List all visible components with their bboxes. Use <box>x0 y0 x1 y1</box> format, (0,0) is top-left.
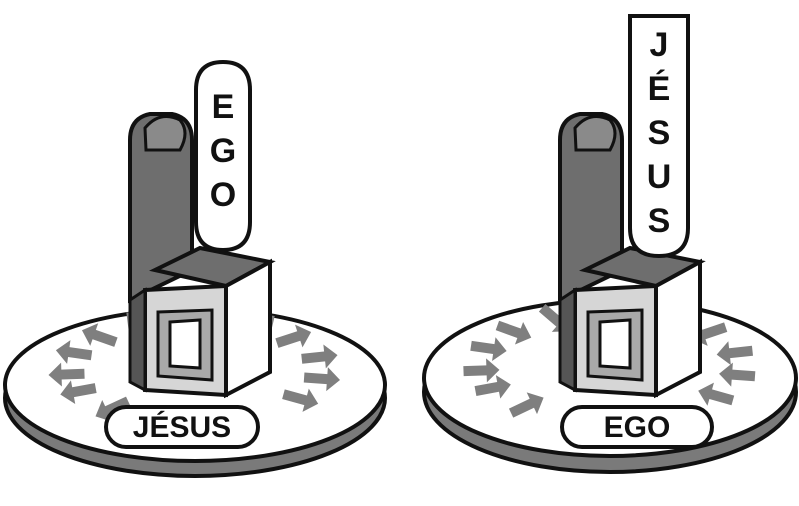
panel-ego-throne: E G O JÉSUS <box>5 62 385 476</box>
right-base-label-text: EGO <box>604 411 671 444</box>
right-base-label: EGO <box>562 407 712 447</box>
right-pillar-letter-3: U <box>647 158 672 196</box>
right-pillar: J É S U S <box>630 16 688 256</box>
right-pillar-letter-4: S <box>648 202 671 240</box>
right-pillar-letter-2: S <box>648 114 671 152</box>
left-pillar-letter-1: G <box>210 132 236 170</box>
right-pillar-letter-0: J <box>650 26 669 64</box>
left-pillar-letter-0: E <box>212 88 235 126</box>
panel-jesus-throne: J É S U S EGO <box>424 16 796 472</box>
left-pillar: E G O <box>196 62 250 250</box>
left-pillar-letter-2: O <box>210 176 236 214</box>
right-pillar-letter-1: É <box>648 70 671 108</box>
left-base-label-text: JÉSUS <box>133 410 231 444</box>
left-base-label: JÉSUS <box>106 407 258 447</box>
